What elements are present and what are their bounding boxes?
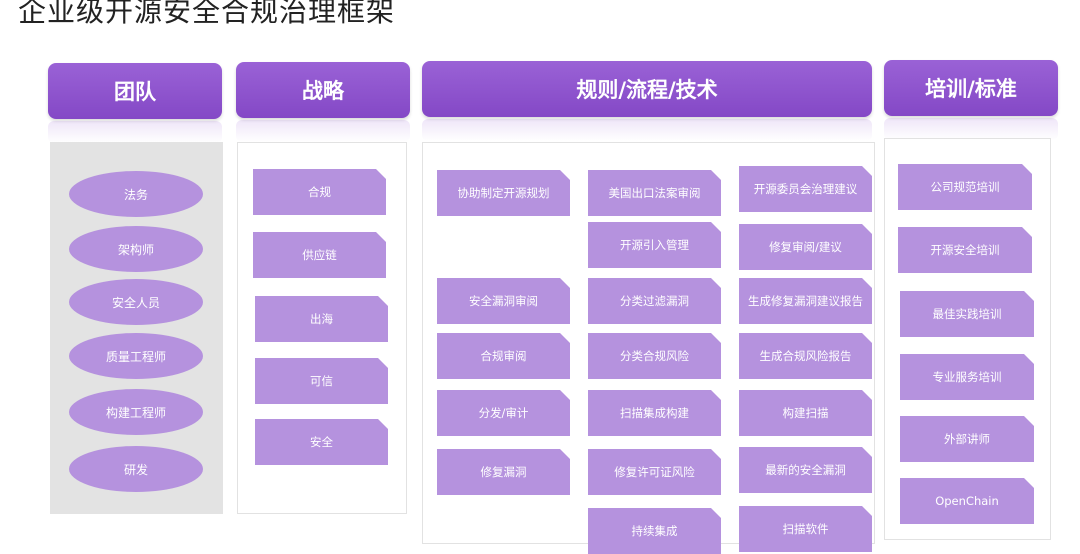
rules-item: 持续集成 bbox=[588, 508, 721, 554]
rules-item: 扫描软件 bbox=[739, 506, 872, 552]
header-reflection bbox=[884, 118, 1058, 140]
header-reflection bbox=[236, 120, 410, 142]
rules-item: 分发/审计 bbox=[437, 390, 570, 436]
training-item: 公司规范培训 bbox=[898, 164, 1032, 210]
rules-item: 开源委员会治理建议 bbox=[739, 166, 872, 212]
page-title: 企业级开源安全合规治理框架 bbox=[18, 0, 396, 28]
rules-item: 合规审阅 bbox=[437, 333, 570, 379]
header-rules: 规则/流程/技术 bbox=[422, 61, 872, 117]
rules-item: 安全漏洞审阅 bbox=[437, 278, 570, 324]
training-item: 外部讲师 bbox=[900, 416, 1034, 462]
header-training: 培训/标准 bbox=[884, 60, 1058, 116]
team-item: 质量工程师 bbox=[69, 333, 203, 379]
strategy-item: 供应链 bbox=[253, 232, 386, 278]
rules-item: 扫描集成构建 bbox=[588, 390, 721, 436]
team-item: 研发 bbox=[69, 446, 203, 492]
rules-item: 协助制定开源规划 bbox=[437, 170, 570, 216]
rules-item: 修复漏洞 bbox=[437, 449, 570, 495]
team-item: 构建工程师 bbox=[69, 389, 203, 435]
team-item: 安全人员 bbox=[69, 279, 203, 325]
strategy-item: 出海 bbox=[255, 296, 388, 342]
rules-item: 生成合规风险报告 bbox=[739, 333, 872, 379]
strategy-item: 合规 bbox=[253, 169, 386, 215]
team-item: 架构师 bbox=[69, 226, 203, 272]
rules-item: 分类过滤漏洞 bbox=[588, 278, 721, 324]
rules-item: 开源引入管理 bbox=[588, 222, 721, 268]
training-item: OpenChain bbox=[900, 478, 1034, 524]
team-item: 法务 bbox=[69, 171, 203, 217]
rules-item: 生成修复漏洞建议报告 bbox=[739, 278, 872, 324]
training-item: 专业服务培训 bbox=[900, 354, 1034, 400]
header-strategy: 战略 bbox=[236, 62, 410, 118]
header-reflection bbox=[48, 121, 222, 143]
rules-item: 修复审阅/建议 bbox=[739, 224, 872, 270]
rules-item: 构建扫描 bbox=[739, 390, 872, 436]
strategy-item: 可信 bbox=[255, 358, 388, 404]
header-reflection bbox=[422, 119, 872, 141]
header-team: 团队 bbox=[48, 63, 222, 119]
strategy-item: 安全 bbox=[255, 419, 388, 465]
rules-item: 修复许可证风险 bbox=[588, 449, 721, 495]
rules-item: 最新的安全漏洞 bbox=[739, 447, 872, 493]
rules-item: 美国出口法案审阅 bbox=[588, 170, 721, 216]
training-item: 开源安全培训 bbox=[898, 227, 1032, 273]
rules-item: 分类合规风险 bbox=[588, 333, 721, 379]
training-item: 最佳实践培训 bbox=[900, 291, 1034, 337]
